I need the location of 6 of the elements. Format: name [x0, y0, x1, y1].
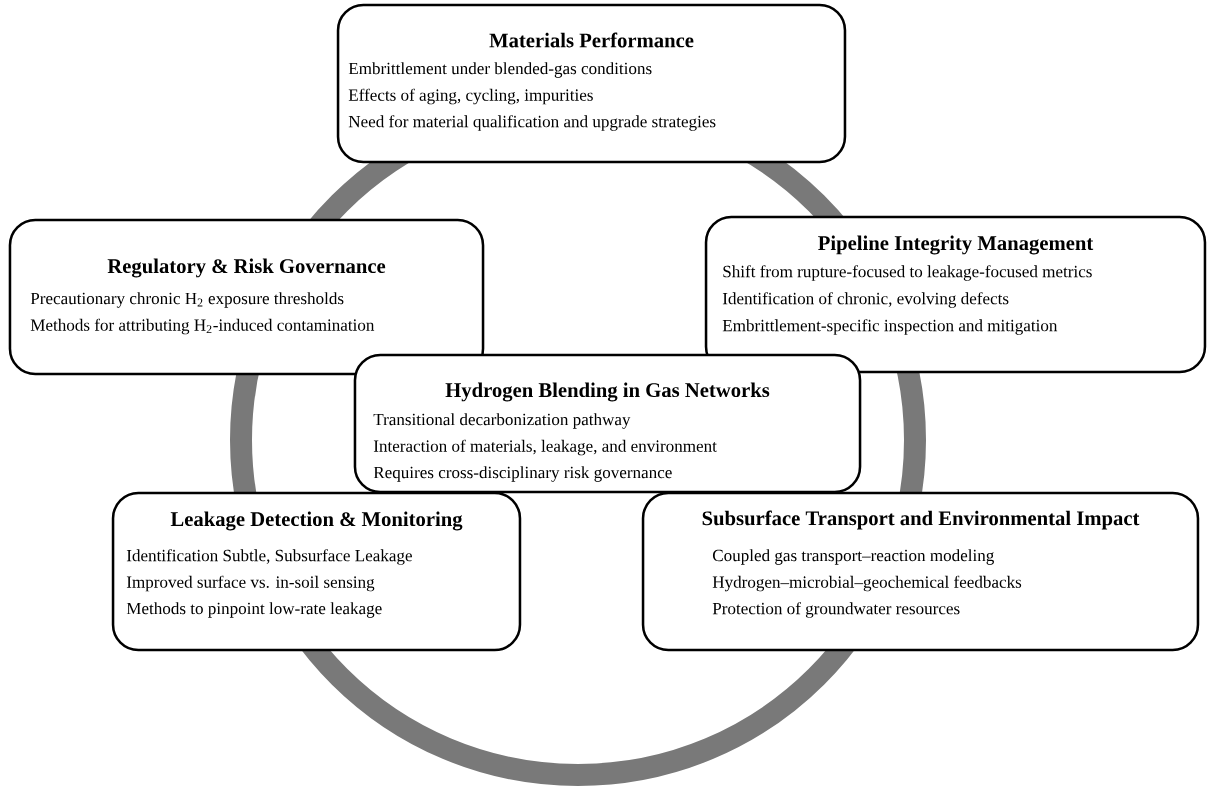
topic-box: Materials Performance Embrittlement under blended-gas conditions Effects of aging, cycling, impurities Need for material qualification and upgrade strategies: [336, 3, 847, 164]
topic-box: Hydrogen Blending in Gas Networks Transitional decarbonization pathway Interaction of materials, leakage, and environment Requires cross-disciplinary risk governance: [353, 353, 862, 494]
topic-box: Leakage Detection & Monitoring Identification Subtle, Subsurface Leakage Improved surface vs. in-soil sensing Methods to pinpoint low-rate leakage: [111, 491, 522, 652]
topic-box: Pipeline Integrity Management Shift from rupture-focused to leakage-focused metrics Identification of chronic, evolving defects Embrittlement-specific inspection and mitigation: [704, 215, 1207, 374]
topic-box: Subsurface Transport and Environmental Impact Coupled gas transport–reaction modeling Hydrogen–microbial–geochemical feedbacks Protection of groundwater resources: [641, 491, 1200, 652]
topic-box: Regulatory & Risk Governance Precautionary chronic H$_{2}$ exposure thresholds Methods for attributing H$_{2}$-induced contamination: [8, 218, 485, 376]
